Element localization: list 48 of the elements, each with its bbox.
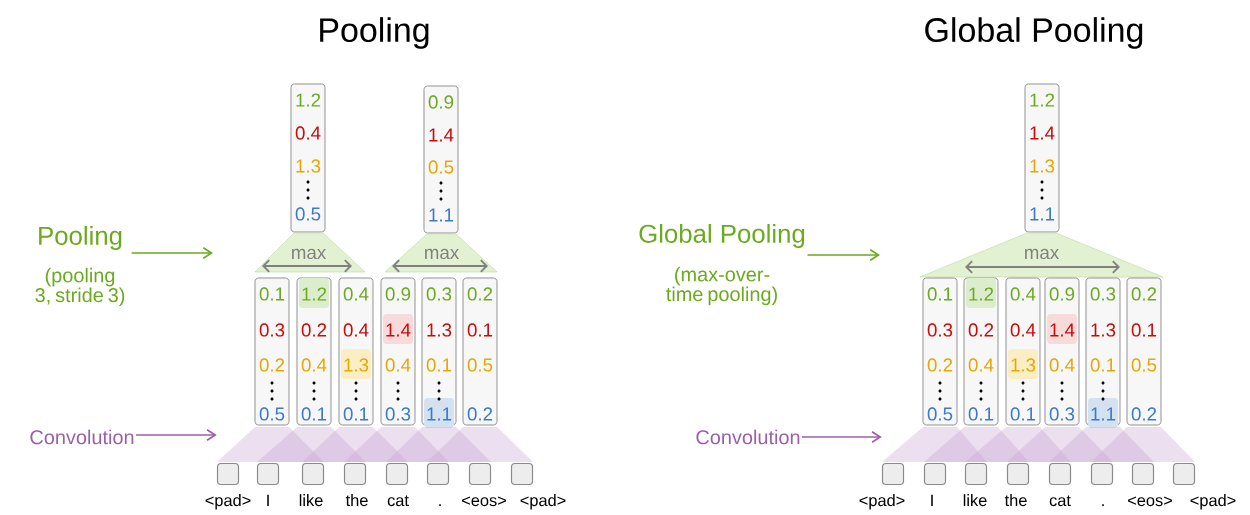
arrow bbox=[130, 246, 213, 260]
arrow bbox=[806, 248, 880, 262]
panel-title: Global Pooling bbox=[925, 17, 1143, 49]
vector-column: 0.2 0.1 0.5 0.2 bbox=[1126, 277, 1162, 426]
token-word: . bbox=[1102, 504, 1104, 506]
side-heading: Global Pooling bbox=[639, 223, 805, 248]
vector-column: 0.9 1.4 0.4 0.3 bbox=[380, 277, 416, 426]
token-word: cat bbox=[1049, 495, 1071, 507]
panel-title: Pooling bbox=[320, 17, 429, 49]
token-word: like bbox=[299, 494, 323, 507]
pooling-trapezoid: max bbox=[919, 232, 1164, 278]
token-word: . bbox=[439, 504, 441, 506]
vector-column: 0.1 0.3 0.2 0.5 bbox=[254, 277, 290, 426]
side-note: (pooling 3, stride 3) bbox=[35, 267, 125, 307]
arrow bbox=[801, 430, 882, 444]
token-word: the bbox=[345, 494, 368, 507]
token-word: <pad> bbox=[520, 494, 566, 510]
vector-column: 0.4 0.4 1.3 0.1 bbox=[338, 277, 374, 426]
vector-column: 0.9 1.4 0.4 0.3 bbox=[1044, 277, 1080, 426]
side-label: Convolution bbox=[30, 429, 134, 445]
token-word: like bbox=[963, 494, 987, 507]
token-word: <pad> bbox=[859, 494, 905, 510]
arrow bbox=[135, 428, 217, 442]
pooling-trapezoid: max bbox=[384, 233, 498, 273]
token-word: <eos> bbox=[1128, 496, 1172, 507]
token-word: I bbox=[267, 494, 269, 506]
token-word: cat bbox=[387, 495, 409, 507]
vector-column: 0.9 1.4 0.5 1.1 bbox=[423, 85, 459, 234]
token-word: I bbox=[931, 494, 933, 506]
token-word: <eos> bbox=[462, 496, 506, 507]
filter-window-drawing bbox=[882, 427, 1195, 462]
pooling-trapezoid: max bbox=[254, 232, 366, 273]
side-label: Convolution bbox=[696, 429, 800, 445]
token-word: the bbox=[1004, 494, 1027, 507]
vector-column: 0.2 0.1 0.5 0.2 bbox=[462, 277, 498, 426]
vector-column: 1.2 1.4 1.3 1.1 bbox=[1024, 83, 1060, 233]
token-word: <pad> bbox=[1190, 494, 1236, 510]
vector-column: 1.2 0.2 0.4 0.1 bbox=[296, 277, 332, 426]
side-note: (max-over-time pooling) bbox=[666, 266, 777, 306]
vector-column: 0.3 1.3 0.1 1.1 bbox=[1085, 277, 1121, 428]
token-word: <pad> bbox=[205, 494, 251, 510]
vector-column: 0.1 0.3 0.2 0.5 bbox=[922, 277, 958, 426]
vector-column: 0.3 1.3 0.1 1.1 bbox=[421, 277, 457, 428]
filter-window-drawing bbox=[217, 427, 533, 462]
vector-column: 0.4 0.4 1.3 0.1 bbox=[1005, 277, 1041, 426]
vector-column: 1.2 0.2 0.4 0.1 bbox=[963, 277, 999, 426]
side-heading: Pooling bbox=[39, 225, 122, 250]
vector-column: 1.2 0.4 1.3 0.5 bbox=[290, 83, 326, 233]
